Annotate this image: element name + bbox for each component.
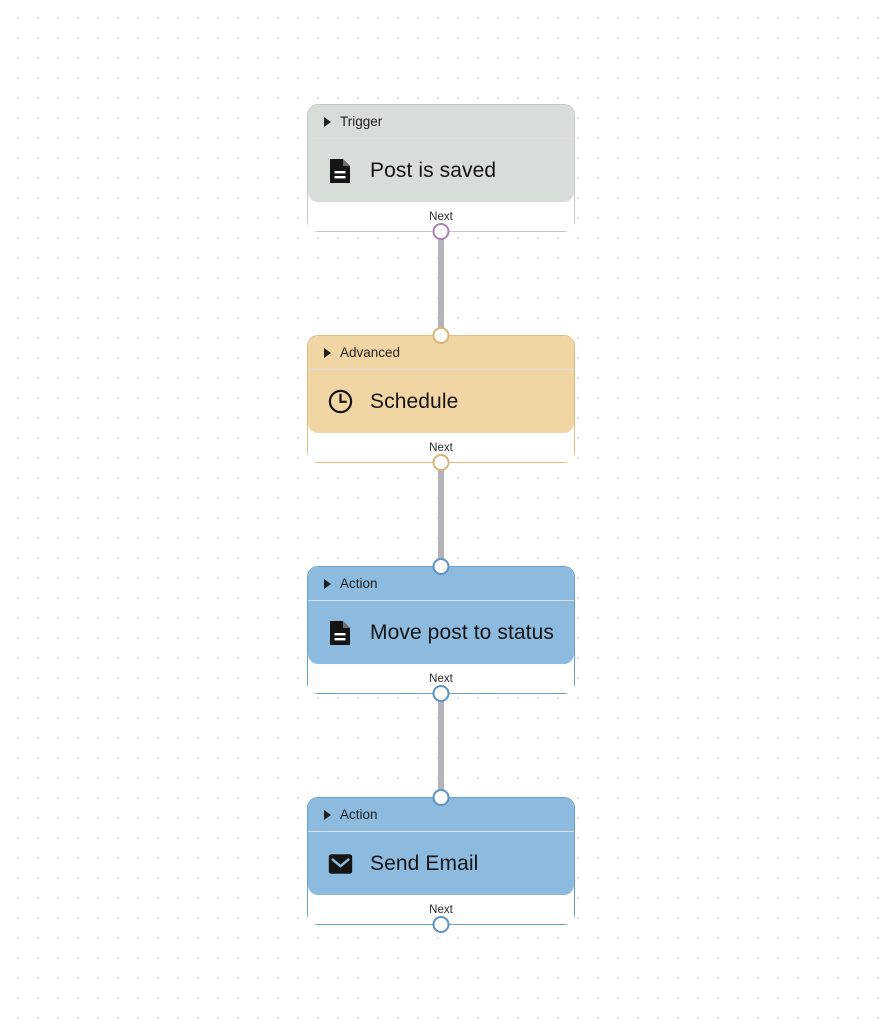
node-header[interactable]: Advanced — [308, 336, 574, 369]
node-header[interactable]: Action — [308, 567, 574, 600]
input-port[interactable] — [432, 789, 450, 806]
output-port[interactable] — [432, 916, 450, 933]
document-icon — [327, 620, 353, 646]
node-body[interactable]: Move post to status — [308, 601, 574, 664]
node-category-label: Trigger — [340, 114, 383, 129]
node-action-move-post-to-status[interactable]: Action Move post to status Next — [307, 558, 575, 702]
node-divider — [308, 600, 574, 601]
disclosure-triangle-icon[interactable] — [324, 578, 331, 589]
node-next-label: Next — [429, 672, 453, 685]
node-inner: Trigger Post is saved — [308, 105, 574, 202]
node-category-label: Advanced — [340, 345, 401, 360]
clock-icon — [327, 389, 353, 415]
output-port[interactable] — [432, 685, 450, 702]
node-divider — [308, 369, 574, 370]
node-title: Move post to status — [370, 620, 554, 644]
node-inner: Advanced Schedule — [308, 336, 574, 433]
envelope-icon — [327, 851, 353, 877]
input-port[interactable] — [432, 558, 450, 575]
node-divider — [308, 138, 574, 139]
node-trigger-post-is-saved[interactable]: Trigger Post is saved Next — [307, 104, 575, 240]
node-inner: Action Send Email — [308, 798, 574, 895]
node-body[interactable]: Schedule — [308, 370, 574, 433]
disclosure-triangle-icon[interactable] — [324, 809, 331, 820]
node-category-label: Action — [340, 576, 378, 591]
node-title: Schedule — [370, 389, 459, 413]
node-title: Send Email — [370, 851, 479, 875]
node-category-label: Action — [340, 807, 378, 822]
node-inner: Action Move post to status — [308, 567, 574, 664]
disclosure-triangle-icon[interactable] — [324, 116, 331, 127]
input-port[interactable] — [432, 327, 450, 344]
node-title: Post is saved — [370, 158, 497, 182]
document-icon — [327, 158, 353, 184]
disclosure-triangle-icon[interactable] — [324, 347, 331, 358]
node-next-label: Next — [429, 903, 453, 916]
node-next-label: Next — [429, 441, 453, 454]
node-advanced-schedule[interactable]: Advanced Schedule Next — [307, 327, 575, 471]
output-port[interactable] — [432, 223, 450, 240]
node-body[interactable]: Send Email — [308, 832, 574, 895]
node-header[interactable]: Trigger — [308, 105, 574, 138]
node-divider — [308, 831, 574, 832]
node-next-label: Next — [429, 210, 453, 223]
node-action-send-email[interactable]: Action Send Email Next — [307, 789, 575, 933]
node-body[interactable]: Post is saved — [308, 139, 574, 202]
output-port[interactable] — [432, 454, 450, 471]
